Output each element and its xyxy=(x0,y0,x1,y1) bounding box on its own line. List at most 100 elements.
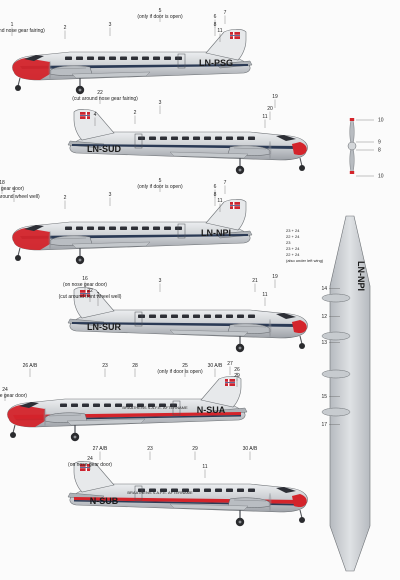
wing-root xyxy=(169,329,249,337)
nose-wheel xyxy=(15,255,21,261)
aircraft-body-group xyxy=(12,199,253,265)
wing-root xyxy=(169,151,249,159)
callout-1: 30 A/B xyxy=(243,446,258,452)
cabin-window xyxy=(171,136,178,140)
nose-gear-strut xyxy=(17,77,21,87)
registration-marking: LN-SUR xyxy=(87,322,121,332)
cabin-window xyxy=(164,226,171,230)
callout-3: 28 xyxy=(132,363,138,369)
nose-red-tip xyxy=(292,320,307,334)
aircraft-body-group xyxy=(12,29,253,95)
callout-6: (on nose gear door) xyxy=(63,282,107,288)
cabin-window xyxy=(65,56,72,60)
propeller-disc xyxy=(268,319,272,337)
nose-red-tip xyxy=(292,494,307,508)
propeller-disc xyxy=(43,408,47,426)
callout-5: 16 xyxy=(82,276,88,282)
cabin-window xyxy=(148,403,155,407)
callout-4: 3 xyxy=(159,100,162,106)
nose-gear-strut xyxy=(299,335,303,345)
main-wheel-hub xyxy=(78,258,82,262)
cabin-window xyxy=(159,403,166,407)
cabin-window xyxy=(109,56,116,60)
callout-7: 11 xyxy=(202,464,207,470)
main-wheel-hub xyxy=(73,435,77,439)
cabin-window xyxy=(193,136,200,140)
callout-5: 4 xyxy=(94,112,97,118)
cabin-door xyxy=(134,485,143,501)
callout-6: (on nose gear door) xyxy=(68,462,112,468)
callout-2: 23 xyxy=(102,363,108,369)
propeller-callout-2: 9 xyxy=(378,140,381,146)
wing-callout-4: 15 xyxy=(321,394,327,400)
callout-1: 1 xyxy=(11,22,14,28)
callout-7: 2 xyxy=(97,292,100,298)
engine-panel-line xyxy=(233,147,267,150)
engine-panel-line xyxy=(53,237,87,240)
cabin-window xyxy=(126,403,133,407)
nose-wheel xyxy=(299,517,305,523)
engine-panel-line xyxy=(48,414,82,417)
engine-panel-line xyxy=(233,499,267,502)
cabin-window xyxy=(98,56,105,60)
nose-gear-strut xyxy=(17,247,21,257)
callout-8: 2 xyxy=(134,110,137,116)
cabin-window xyxy=(65,226,72,230)
wing-stack-label-1: 23 + 24 xyxy=(286,228,300,233)
callout-6: 22 xyxy=(97,90,103,96)
callout-1: 19 xyxy=(272,94,278,100)
cabin-window xyxy=(60,403,67,407)
cabin-window xyxy=(76,226,83,230)
registration-marking: LN-PSG xyxy=(199,58,233,68)
cabin-window xyxy=(104,403,111,407)
fuselage-title: BRAATHENS S.A.F.E. AFTERNAME xyxy=(127,490,193,495)
registration-marking: N-SUB xyxy=(90,496,119,506)
cabin-window xyxy=(160,488,167,492)
nose-gear-strut xyxy=(299,157,303,167)
aircraft-body-group xyxy=(67,461,308,527)
blade-tip-top xyxy=(349,118,355,121)
blade-tip-bottom xyxy=(349,171,355,174)
callout-10: 24 xyxy=(2,387,8,393)
callout-5: 24 xyxy=(87,456,93,462)
cabin-window xyxy=(171,488,178,492)
callout-2: 20 xyxy=(267,106,273,112)
cabin-window xyxy=(138,136,145,140)
main-wheel-hub xyxy=(238,168,242,172)
callout-7: 27 xyxy=(227,361,233,367)
wing-plan-view: LN-NPI xyxy=(321,215,371,572)
cabin-window xyxy=(120,56,127,60)
cabin-window xyxy=(138,314,145,318)
cabin-window xyxy=(137,403,144,407)
wing-root xyxy=(66,418,146,426)
cabin-window xyxy=(175,226,182,230)
callout-3: 23 xyxy=(147,446,153,452)
wing-callout-3: 13 xyxy=(321,340,327,346)
fin-flag-cross-inner xyxy=(225,382,235,383)
cockpit-window xyxy=(276,135,296,141)
cabin-door xyxy=(177,223,186,239)
nose-wheel xyxy=(299,165,305,171)
wing-root xyxy=(169,503,249,511)
callout-11: (on nose gear door) xyxy=(0,393,27,399)
cabin-window xyxy=(215,136,222,140)
callout-4: 3 xyxy=(159,278,162,284)
callout-8: 26 xyxy=(234,367,240,373)
cabin-window xyxy=(182,488,189,492)
cabin-door xyxy=(134,133,143,149)
wing-callout-1: 14 xyxy=(321,286,327,292)
cabin-window xyxy=(204,136,211,140)
engine-panel-line xyxy=(233,325,267,328)
callout-3: 11 xyxy=(262,292,267,298)
cabin-window xyxy=(160,136,167,140)
aircraft-body-group xyxy=(67,109,308,175)
cabin-window xyxy=(182,136,189,140)
wing-registration: LN-NPI xyxy=(356,261,366,291)
cockpit-window xyxy=(276,313,296,319)
callout-8: 8 xyxy=(214,22,217,28)
main-wheel-hub xyxy=(238,346,242,350)
callout-6: (only if door is open) xyxy=(137,14,183,20)
